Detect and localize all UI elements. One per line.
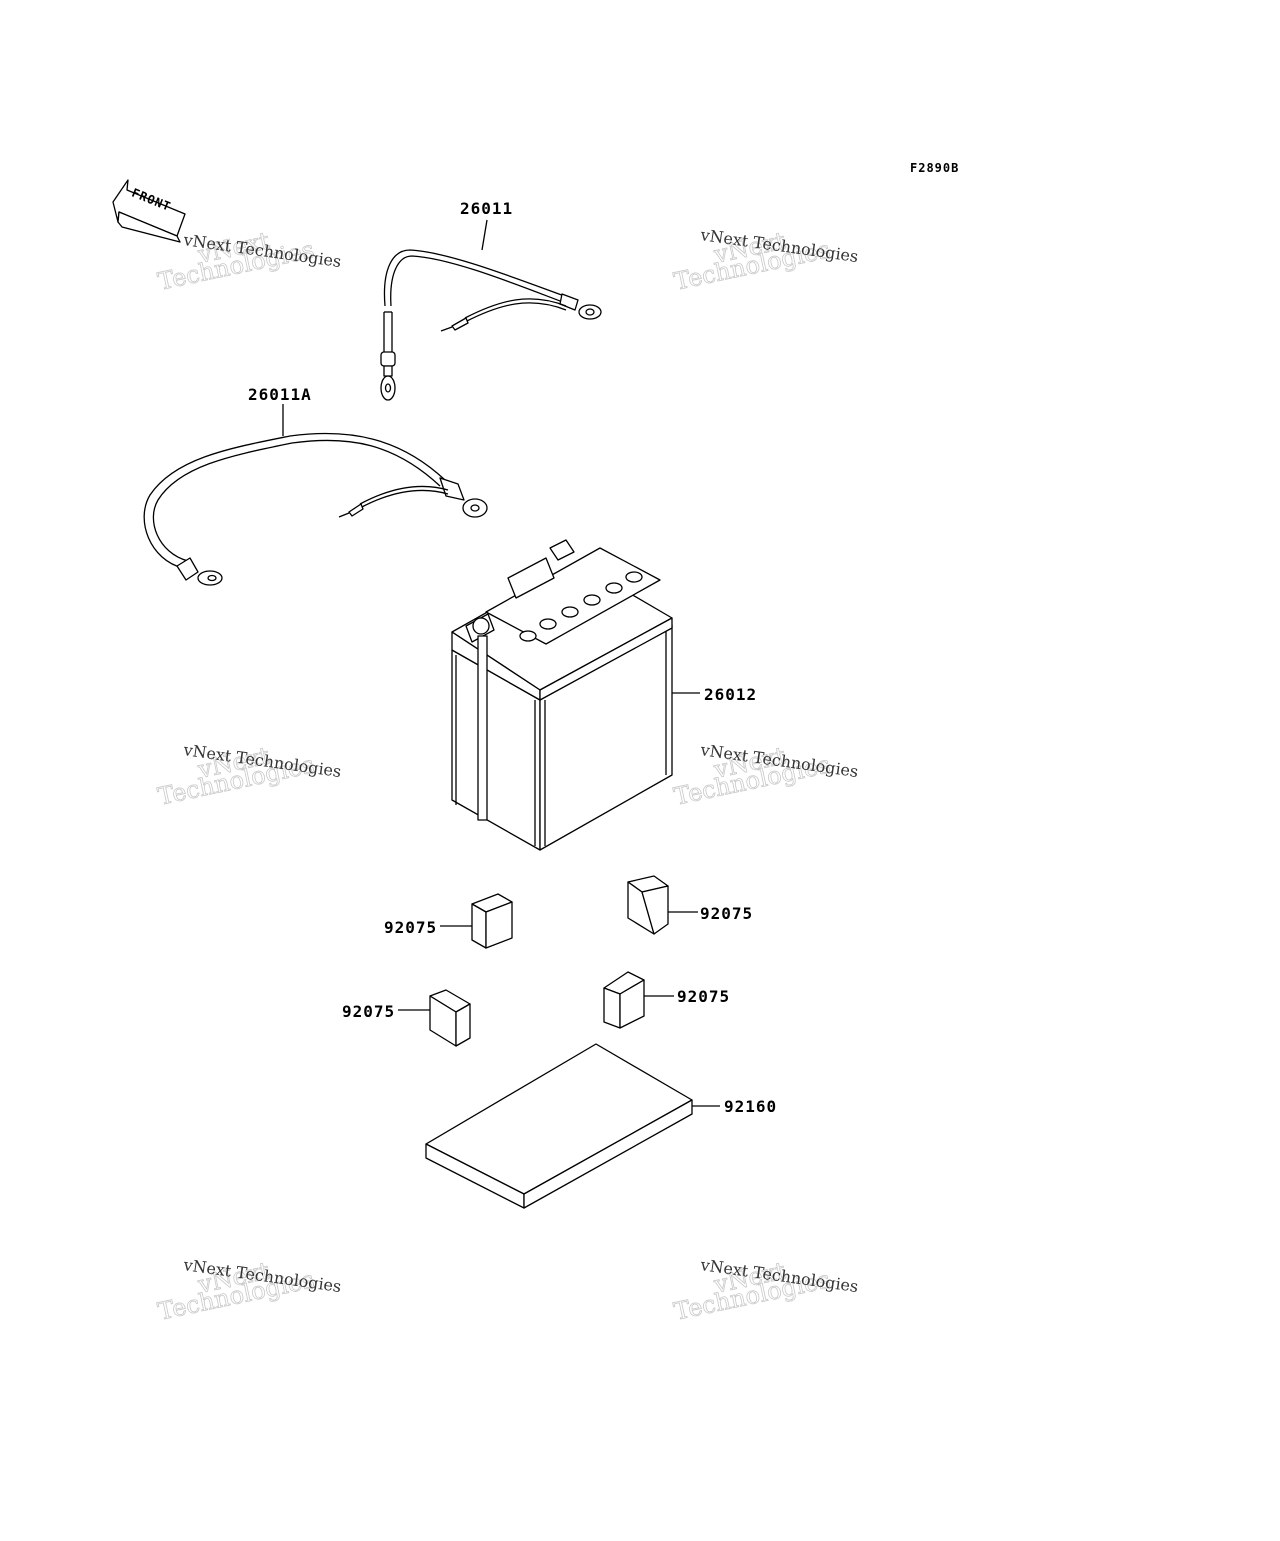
callout-26011: 26011 (460, 199, 513, 218)
callout-92075: 92075 (700, 904, 753, 923)
pad-92075-1[interactable] (440, 893, 513, 949)
callout-92160: 92160 (724, 1097, 777, 1116)
mat-92160[interactable] (425, 1043, 720, 1209)
pad-92075-3[interactable] (398, 989, 471, 1047)
callout-92075: 92075 (677, 987, 730, 1006)
callout-92075: 92075 (342, 1002, 395, 1021)
cable-26011a[interactable] (143, 404, 488, 586)
callout-92075: 92075 (384, 918, 437, 937)
front-arrow-icon: FRONT (112, 179, 186, 243)
callout-26011a: 26011A (248, 385, 312, 404)
figure-code: F2890B (910, 161, 959, 175)
cable-26011[interactable] (380, 219, 602, 401)
pad-92075-2[interactable] (627, 875, 698, 935)
battery-26012[interactable] (451, 539, 700, 851)
pad-92075-4[interactable] (603, 971, 674, 1029)
callout-26012: 26012 (704, 685, 757, 704)
